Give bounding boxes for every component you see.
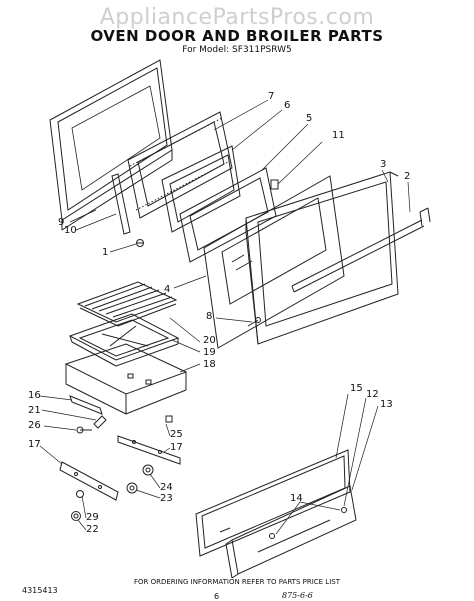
page-number: 6 bbox=[214, 592, 220, 601]
callout-15: 15 bbox=[350, 383, 363, 394]
leader-lines bbox=[39, 99, 411, 535]
callout-7: 7 bbox=[268, 91, 275, 102]
screw bbox=[136, 239, 144, 247]
callout-26: 26 bbox=[28, 420, 41, 431]
rollers bbox=[126, 464, 154, 494]
callout-22: 22 bbox=[86, 524, 99, 535]
inner-door-panel bbox=[49, 59, 173, 231]
broiler-grid bbox=[76, 281, 178, 327]
callout-10: 10 bbox=[64, 225, 77, 236]
callout-2: 2 bbox=[404, 171, 411, 182]
callout-9: 9 bbox=[58, 217, 65, 228]
broiler-door-panel bbox=[195, 449, 351, 557]
callout-12: 12 bbox=[366, 389, 379, 400]
callout-14: 14 bbox=[290, 493, 303, 504]
callout-19: 19 bbox=[203, 347, 216, 358]
callout-20: 20 bbox=[203, 335, 216, 346]
callout-29: 29 bbox=[86, 512, 99, 523]
door-gasket bbox=[127, 111, 233, 219]
callout-4: 4 bbox=[164, 284, 171, 295]
handle-screw bbox=[247, 317, 261, 327]
callout-13: 13 bbox=[380, 399, 393, 410]
slide-rail-upper bbox=[117, 435, 181, 465]
callout-23: 23 bbox=[160, 493, 173, 504]
bracket bbox=[165, 415, 173, 423]
outer-door-glass bbox=[203, 175, 345, 349]
callout-25: 25 bbox=[170, 429, 183, 440]
diagram-title: OVEN DOOR AND BROILER PARTS bbox=[90, 27, 384, 45]
model-subtitle: For Model: SF311PSRW5 bbox=[182, 45, 292, 55]
broiler-door-screws bbox=[269, 507, 347, 539]
callout-5: 5 bbox=[306, 113, 313, 124]
broiler-pan bbox=[68, 313, 180, 367]
door-clip bbox=[270, 179, 279, 190]
callout-3: 3 bbox=[380, 159, 387, 170]
callout-6: 6 bbox=[284, 100, 291, 111]
callout-17-right: 17 bbox=[170, 442, 183, 453]
ordering-footer: FOR ORDERING INFORMATION REFER TO PARTS … bbox=[134, 578, 340, 586]
washers bbox=[71, 490, 84, 521]
handwritten-note: 875-6-6 bbox=[282, 591, 313, 600]
callout-16: 16 bbox=[28, 390, 41, 401]
callout-18: 18 bbox=[203, 359, 216, 370]
door-handle bbox=[291, 207, 431, 293]
door-liner-frame bbox=[161, 145, 241, 233]
callout-21: 21 bbox=[28, 405, 41, 416]
callout-8: 8 bbox=[206, 311, 213, 322]
callout-1: 1 bbox=[102, 247, 109, 258]
callout-11: 11 bbox=[332, 130, 345, 141]
callout-17-left: 17 bbox=[28, 439, 41, 450]
diagram-part-number: 4315413 bbox=[22, 586, 58, 595]
slide-rail-lower bbox=[59, 461, 119, 501]
broiler-drawer bbox=[64, 343, 188, 415]
callout-24: 24 bbox=[160, 482, 173, 493]
watermark: AppliancePartsPros.com bbox=[99, 5, 375, 30]
door-hinge bbox=[111, 173, 131, 235]
outer-door-panel bbox=[245, 171, 399, 345]
